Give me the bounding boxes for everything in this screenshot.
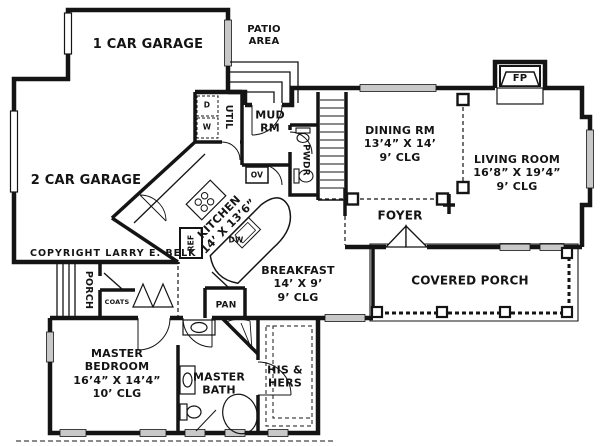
living-clg: 9’ CLG <box>496 179 538 193</box>
room-label-coats: COATS <box>104 298 130 307</box>
refrigerator-label: REF <box>186 234 196 252</box>
living-dims: 16’8” X 19’4” <box>473 166 561 180</box>
room-label-covered-porch: COVERED PORCH <box>411 273 529 288</box>
room-label-patio-area: PATIO AREA <box>247 24 280 48</box>
breakfast-dims: 14’ X 9’ <box>273 277 323 291</box>
entry-porch <box>56 264 229 316</box>
washer-label: W <box>202 122 212 132</box>
copyright-text: COPYRIGHT LARRY E. BELK <box>30 248 197 259</box>
garage-doors <box>9 12 73 193</box>
patio-line2: AREA <box>248 36 280 47</box>
fireplace-icon <box>496 65 544 105</box>
breakfast-clg: 9’ CLG <box>277 290 319 304</box>
room-label-util: UTIL <box>222 104 234 130</box>
oven-label: OV <box>250 170 264 180</box>
patio-steps-icon <box>230 61 299 103</box>
mud-line2: RM <box>260 122 280 135</box>
column-openings <box>177 92 470 316</box>
his-hers-line2: HERS <box>268 377 302 390</box>
fireplace-label: FP <box>512 72 528 84</box>
breakfast-name: BREAKFAST <box>261 263 335 277</box>
living-name: LIVING ROOM <box>473 152 561 166</box>
room-label-breakfast: BREAKFAST 14’ X 9’ 9’ CLG <box>261 264 334 304</box>
master-bath-fixtures <box>179 318 258 435</box>
room-label-master-bedroom: MASTER BEDROOM 16’4” X 14’4” 10’ CLG <box>73 347 160 401</box>
room-label-mud-rm: MUD RM <box>255 109 285 136</box>
front-door-icon <box>384 224 429 248</box>
master-bedroom-dims: 16’4” X 14’4” <box>73 374 161 387</box>
dryer-label: D <box>203 100 211 110</box>
washer-dryer-icons <box>196 95 219 139</box>
dining-clg: 9’ CLG <box>379 150 421 164</box>
patio-line1: PATIO <box>247 23 281 35</box>
room-label-pwdr: PWDR <box>300 144 311 176</box>
room-label-living: LIVING ROOM 16’8” X 19’4” 9’ CLG <box>473 153 560 193</box>
dining-name: DINING RM <box>365 123 435 137</box>
room-label-2-car-garage: 2 CAR GARAGE <box>30 173 142 189</box>
porch-railing <box>369 243 579 322</box>
oven-icon <box>245 166 269 184</box>
cooktop-icon <box>185 179 227 221</box>
refrigerator-icon <box>179 227 203 259</box>
powder-fixtures <box>289 127 314 184</box>
master-bedroom-clg: 10’ CLG <box>92 387 142 401</box>
room-label-1-car-garage: 1 CAR GARAGE <box>92 37 204 53</box>
room-label-his-hers: HIS & HERS <box>267 364 303 391</box>
master-bedroom-line2: BEDROOM <box>84 360 150 374</box>
kitchen-fixtures <box>133 153 292 285</box>
dishwasher-label: DW <box>228 235 244 245</box>
kitchen-island-icon <box>209 197 292 285</box>
his-hers-line1: HIS & <box>267 363 303 377</box>
room-label-master-bath: MASTER BATH <box>193 371 245 398</box>
master-bath-line1: MASTER <box>192 370 246 384</box>
shower-fan-icon <box>225 318 253 351</box>
master-bedroom-line1: MASTER <box>90 347 144 361</box>
room-label-dining: DINING RM 13’4” X 14’ 9’ CLG <box>364 124 436 164</box>
stairs-icon <box>318 99 346 201</box>
closet-shelving <box>265 325 313 427</box>
room-label-foyer: FOYER <box>377 208 423 223</box>
master-bath-line2: BATH <box>202 384 236 397</box>
room-label-pan: PAN <box>215 300 237 311</box>
room-label-porch: PORCH <box>82 270 94 310</box>
dining-dims: 13’4” X 14’ <box>363 137 437 151</box>
mud-line1: MUD <box>255 108 285 122</box>
